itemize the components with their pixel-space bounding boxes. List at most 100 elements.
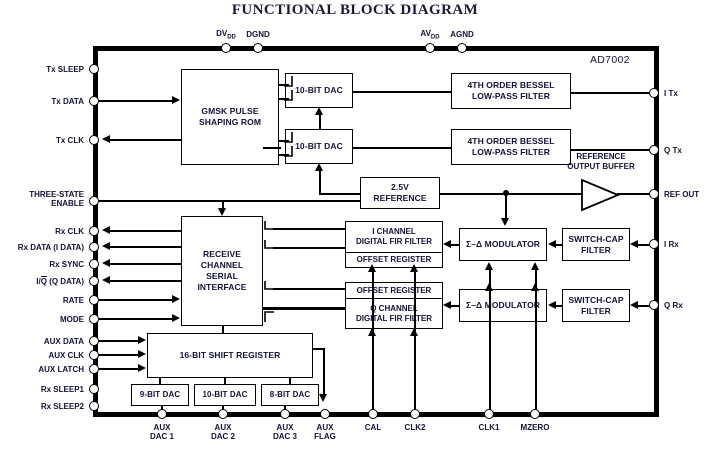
pin-tx-sleep-label: Tx SLEEP [46, 65, 84, 74]
wire-mode [99, 318, 173, 320]
wire-sd-i-to-fir-i [451, 244, 459, 246]
label-reference-output-buffer: REFERENCE OUTPUT BUFFER [567, 152, 635, 171]
arrow-qrx-to-swcap-q [630, 301, 638, 309]
pin-tx-data[interactable] [89, 96, 99, 106]
pin-aux-clk[interactable] [89, 350, 99, 360]
pin-q-tx[interactable] [649, 145, 659, 155]
pin-aux-latch[interactable] [89, 364, 99, 374]
pin-aux-flag[interactable] [320, 409, 330, 419]
reference-output-buffer-triangle [581, 178, 620, 212]
pin-i-q-data[interactable] [89, 276, 99, 286]
wire-swcap-i-to-sd-i [555, 244, 562, 246]
pin-aux-data[interactable] [89, 336, 99, 346]
pin-clk2[interactable] [410, 409, 420, 419]
wire-clk2-up [414, 270, 416, 412]
block-i-channel-fir-filter: I CHANNEL DIGITAL FIR FILTER [356, 227, 432, 246]
wire-sd-q-to-fir-q [451, 305, 459, 307]
pin-q-rx[interactable] [649, 300, 659, 310]
pin-rx-sleep2[interactable] [89, 401, 99, 411]
pin-rx-sleep2-label: Rx SLEEP2 [40, 402, 84, 411]
arrow-tx-clk [102, 135, 110, 143]
pin-tx-clk[interactable] [89, 135, 99, 145]
wire-aux-data [99, 340, 139, 342]
pin-three-state-enable[interactable] [89, 196, 99, 206]
pin-rx-clk[interactable] [89, 226, 99, 236]
pin-aux-clk-label: AUX CLK [48, 351, 84, 360]
wire-gmsk-bottom-tap [263, 147, 281, 149]
pin-clk1[interactable] [484, 409, 494, 419]
pin-mode[interactable] [89, 314, 99, 324]
wire-i-q-data [110, 280, 181, 282]
block-switch-cap-filter-i: SWITCH-CAP FILTER [562, 228, 630, 261]
block-i-channel-fir-stack: I CHANNEL DIGITAL FIR FILTER OFFSET REGI… [345, 221, 443, 268]
wire-aux-latch [99, 368, 139, 370]
arrow-i-q-data [102, 276, 110, 284]
pin-rx-sleep1[interactable] [89, 384, 99, 394]
block-16-bit-shift-register: 16-BIT SHIFT REGISTER [147, 333, 313, 378]
pin-rx-data[interactable] [89, 242, 99, 252]
pin-dgnd[interactable] [253, 43, 263, 53]
block-10-bit-dac-aux: 10-BIT DAC [194, 384, 256, 406]
block-9-bit-dac: 9-BIT DAC [131, 384, 189, 406]
wire-sr-to-9bit [159, 378, 161, 384]
block-offset-register-q: OFFSET REGISTER [356, 285, 432, 295]
bus-notch-if-q-a [264, 281, 274, 290]
pin-tx-sleep[interactable] [89, 64, 99, 74]
block-offset-register-i: OFFSET REGISTER [346, 252, 442, 267]
wire-ref-to-dacfeed [319, 193, 361, 195]
pin-ref-out[interactable] [649, 189, 659, 199]
pin-rate[interactable] [89, 295, 99, 305]
pin-aux-dac-3[interactable] [280, 409, 290, 419]
pin-rx-data-label: Rx DATA (I DATA) [17, 243, 84, 252]
arrow-aux-latch [138, 364, 146, 372]
bus-notch-if-q-b [264, 311, 274, 322]
wire-gmsk-dac-i-b [279, 98, 289, 100]
arrow-three-state-into-if [218, 208, 226, 216]
pin-dgnd-label: DGND [246, 30, 270, 39]
wire-rx-clk [110, 230, 181, 232]
pin-i-q-data-label: I/Q (Q DATA) [36, 276, 84, 286]
wire-rx-data [110, 246, 181, 248]
pin-rx-sync-label: Rx SYNC [49, 260, 84, 269]
wire-ref-to-buffer [440, 193, 582, 195]
pin-aux-dac-1[interactable] [157, 409, 167, 419]
arrow-rx-data [102, 242, 110, 250]
wire-tx-data [99, 100, 173, 102]
block-8-bit-dac: 8-BIT DAC [261, 384, 319, 406]
arrow-rx-clk [102, 226, 110, 234]
pin-dvdd-label: DVDD [216, 29, 236, 41]
pin-aux-data-label: AUX DATA [43, 337, 84, 346]
wire-irx-to-swcap-i [637, 244, 651, 246]
arrow-tx-data [172, 96, 180, 104]
pin-dvdd[interactable] [221, 43, 231, 53]
pin-agnd[interactable] [457, 43, 467, 53]
arrow-mzero-to-sd-q [531, 283, 539, 291]
wire-aux-clk [99, 354, 139, 356]
block-sigma-delta-modulator-q: Σ–Δ MODULATOR [459, 289, 547, 322]
block-switch-cap-filter-q: SWITCH-CAP FILTER [562, 289, 630, 322]
pin-i-tx[interactable] [649, 88, 659, 98]
arrow-swcap-i-to-sd-i [548, 240, 556, 248]
wire-three-state-down [222, 200, 224, 208]
wire-sr-to-auxflag-h [313, 348, 325, 350]
pin-tx-data-label: Tx DATA [51, 97, 84, 106]
arrow-clk1-to-sd-q [485, 283, 493, 291]
wire-buffer-to-refout [617, 193, 651, 195]
pin-rx-sync[interactable] [89, 259, 99, 269]
junction-reference [503, 190, 509, 196]
pin-i-rx[interactable] [649, 239, 659, 249]
page-title: FUNCTIONAL BLOCK DIAGRAM [231, 2, 479, 18]
wire-gmsk-dac-i-a [279, 84, 289, 86]
arrow-aux-flag [319, 394, 327, 402]
arrow-mode [172, 314, 180, 322]
pin-mzero[interactable] [530, 409, 540, 419]
wire-bessel-q-to-qtx [571, 149, 651, 151]
wire-offset-i-feed-b [414, 268, 416, 282]
pin-aux-dac-2[interactable] [218, 409, 228, 419]
arrow-ref-to-dac-q [315, 163, 323, 171]
pin-cal[interactable] [368, 409, 378, 419]
pin-avdd[interactable] [425, 43, 435, 53]
wire-if-to-fir-q-b [263, 307, 345, 310]
wire-if-to-fir-q-a [273, 288, 345, 290]
